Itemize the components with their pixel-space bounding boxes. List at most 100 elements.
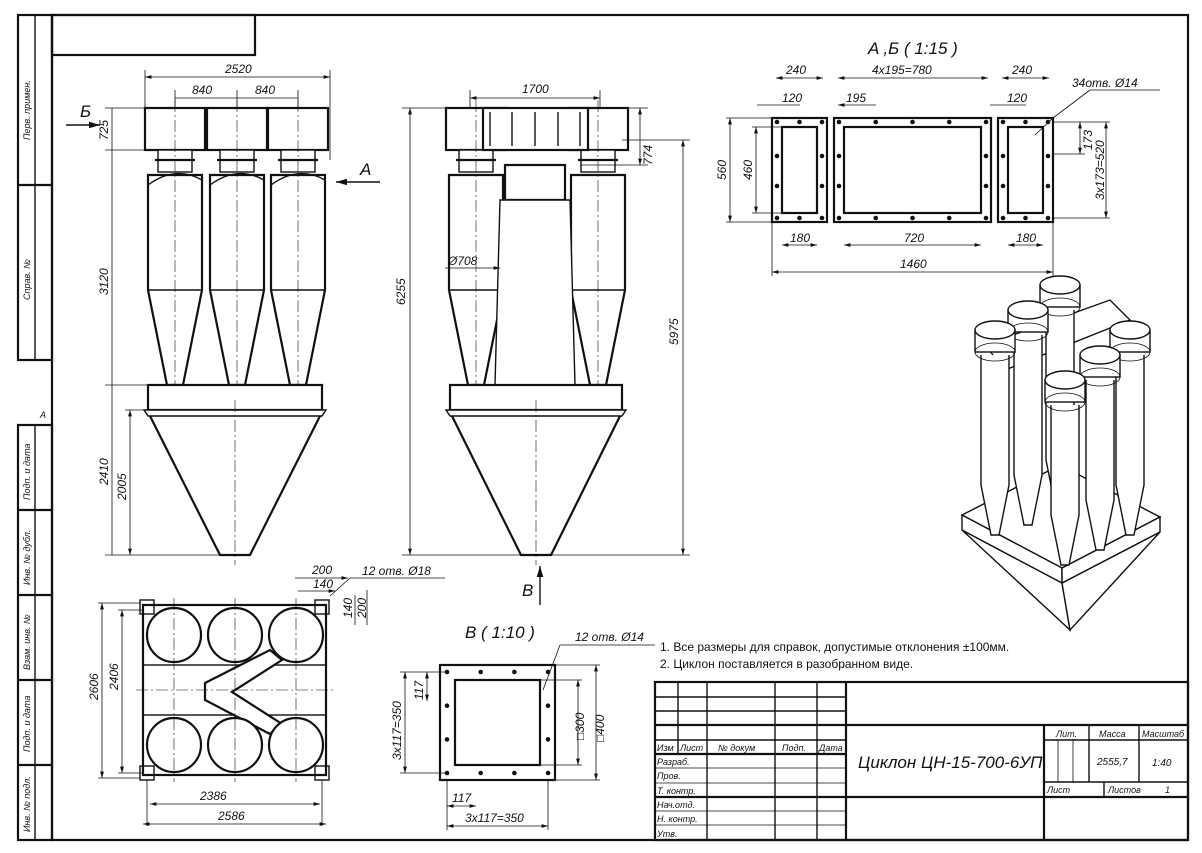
- view-title: B ( 1:10 ): [465, 623, 535, 642]
- header-sign: Подп.: [782, 743, 806, 753]
- dim-text: 2386: [199, 789, 227, 803]
- dim-text: 840: [192, 83, 212, 97]
- iso-outlet-top: [1044, 370, 1086, 390]
- bolt-hole: [774, 215, 780, 221]
- dim-text: 34отв. Ø14: [1072, 76, 1138, 90]
- iso-outlet-top: [1079, 345, 1121, 365]
- bolt-hole: [512, 770, 517, 776]
- dim-text: □400: [593, 714, 607, 742]
- dim-text: 12 отв. Ø18: [362, 564, 431, 578]
- dim-text: 1460: [900, 257, 927, 271]
- dim-text: 240: [1011, 63, 1032, 77]
- bolt-hole: [545, 737, 551, 742]
- iso-cyclone: [1085, 380, 1115, 551]
- header-list: Лист: [679, 743, 704, 753]
- bolt-hole: [1000, 153, 1006, 159]
- bolt-hole: [836, 119, 842, 125]
- bolt-hole: [444, 669, 450, 675]
- iso-outlet-top: [1109, 320, 1151, 340]
- dim-text: 2606: [87, 673, 101, 701]
- bolt-hole: [910, 119, 915, 125]
- plan-view: 2606 2406 2386 2586 200 140 12 отв. Ø18 …: [87, 563, 445, 826]
- iso-outlet-bottom: [1044, 392, 1086, 412]
- bolt-hole: [545, 770, 551, 776]
- v-view: B ( 1:10 ) 12 отв. Ø14 117 3x117=350 □30…: [390, 623, 655, 830]
- bolt-hole: [983, 119, 989, 125]
- bolt-hole: [819, 119, 825, 125]
- iso-outlet-top: [1007, 300, 1049, 320]
- dim-text: 3120: [97, 268, 111, 295]
- sheets-label: Листов: [1107, 785, 1141, 795]
- central-duct: [503, 163, 567, 202]
- dim-text: 5975: [667, 318, 681, 345]
- margin-mark: A: [39, 410, 46, 420]
- bolt-hole: [545, 703, 551, 708]
- note: 2. Циклон поставляется в разобранном вид…: [660, 657, 913, 671]
- bolt-hole: [797, 119, 802, 125]
- front-view: [142, 100, 330, 565]
- dim-text: 3x173=520: [1093, 140, 1107, 200]
- bolt-hole: [512, 669, 517, 675]
- bolt-hole: [983, 183, 989, 189]
- margin-labels: Перв. примен. Справ. № Подп. и дата Инв.…: [22, 80, 46, 832]
- role-label: Нач.отд.: [657, 800, 695, 810]
- bolt-hole: [1023, 119, 1028, 125]
- front-view-dims: 2520 840 840 725 3120 2410 2005 Б A: [66, 62, 380, 556]
- bolt-hole: [1023, 215, 1028, 221]
- iso-cyclone: [1050, 405, 1080, 566]
- margin-label: Инв. № подл.: [22, 776, 32, 832]
- dim-text: 180: [790, 231, 810, 245]
- bolt-hole: [478, 770, 484, 776]
- dim-text: 120: [782, 91, 802, 105]
- dim-text: 200: [311, 563, 332, 577]
- bolt-hole: [478, 669, 484, 675]
- helix-inlet: [270, 172, 326, 186]
- dim-text: 140: [313, 577, 333, 591]
- mass-label: Масса: [1099, 729, 1126, 739]
- dim-text: 195: [846, 91, 866, 105]
- role-label: Н. контр.: [657, 814, 698, 824]
- dim-text: Ø708: [447, 254, 478, 268]
- iso-cyclone: [1115, 355, 1145, 536]
- bolt-hole: [1045, 183, 1051, 189]
- dim-text: 725: [97, 120, 111, 140]
- bunker-flange: [444, 409, 628, 417]
- bolt-hole: [1045, 119, 1051, 125]
- flange-view: A ,Б ( 1:15 ) 240 4x195=780 240 120 195 …: [715, 39, 1160, 276]
- side-view: [444, 100, 630, 565]
- iso-outlet-top: [1039, 275, 1081, 295]
- role-label: Пров.: [657, 771, 681, 781]
- dim-text: 117: [412, 680, 426, 700]
- role-label: Т. контр.: [657, 786, 696, 796]
- helix-inlet: [209, 172, 265, 186]
- dim-text: 774: [641, 145, 655, 165]
- scale-label: Масштаб: [1142, 729, 1185, 739]
- helix-inlet: [147, 172, 203, 186]
- dim-text: 173: [1081, 130, 1095, 150]
- iso-cyclone: [980, 355, 1010, 536]
- dim-text: 2586: [217, 809, 245, 823]
- view-label-a: A: [359, 160, 371, 179]
- dim-text: □300: [573, 712, 587, 740]
- bolt-hole: [1000, 119, 1006, 125]
- bolt-hole: [819, 153, 825, 159]
- margin-label: Подп. и дата: [22, 444, 32, 500]
- sheet-label: Лист: [1046, 785, 1071, 795]
- header-doc: № докум: [718, 743, 755, 753]
- side-view-dims: 1700 6255 774 5975 Ø708 B: [394, 82, 690, 605]
- lit-label: Лит.: [1055, 729, 1077, 739]
- bolt-hole: [873, 215, 879, 221]
- iso-outlet-top: [974, 320, 1016, 340]
- view-label-b: Б: [80, 102, 91, 121]
- dim-text: 117: [452, 791, 472, 805]
- bolt-hole: [983, 215, 989, 221]
- header-date: Дата: [818, 743, 843, 753]
- bolt-hole: [444, 770, 450, 776]
- bolt-hole: [774, 183, 780, 189]
- dim-text: 2005: [115, 473, 129, 501]
- dim-text: 180: [1016, 231, 1036, 245]
- title-block: Изм Лист № докум Подп. Дата Разраб. Пров…: [653, 680, 1190, 842]
- bolt-hole: [819, 215, 825, 221]
- dim-text: 200: [355, 598, 369, 619]
